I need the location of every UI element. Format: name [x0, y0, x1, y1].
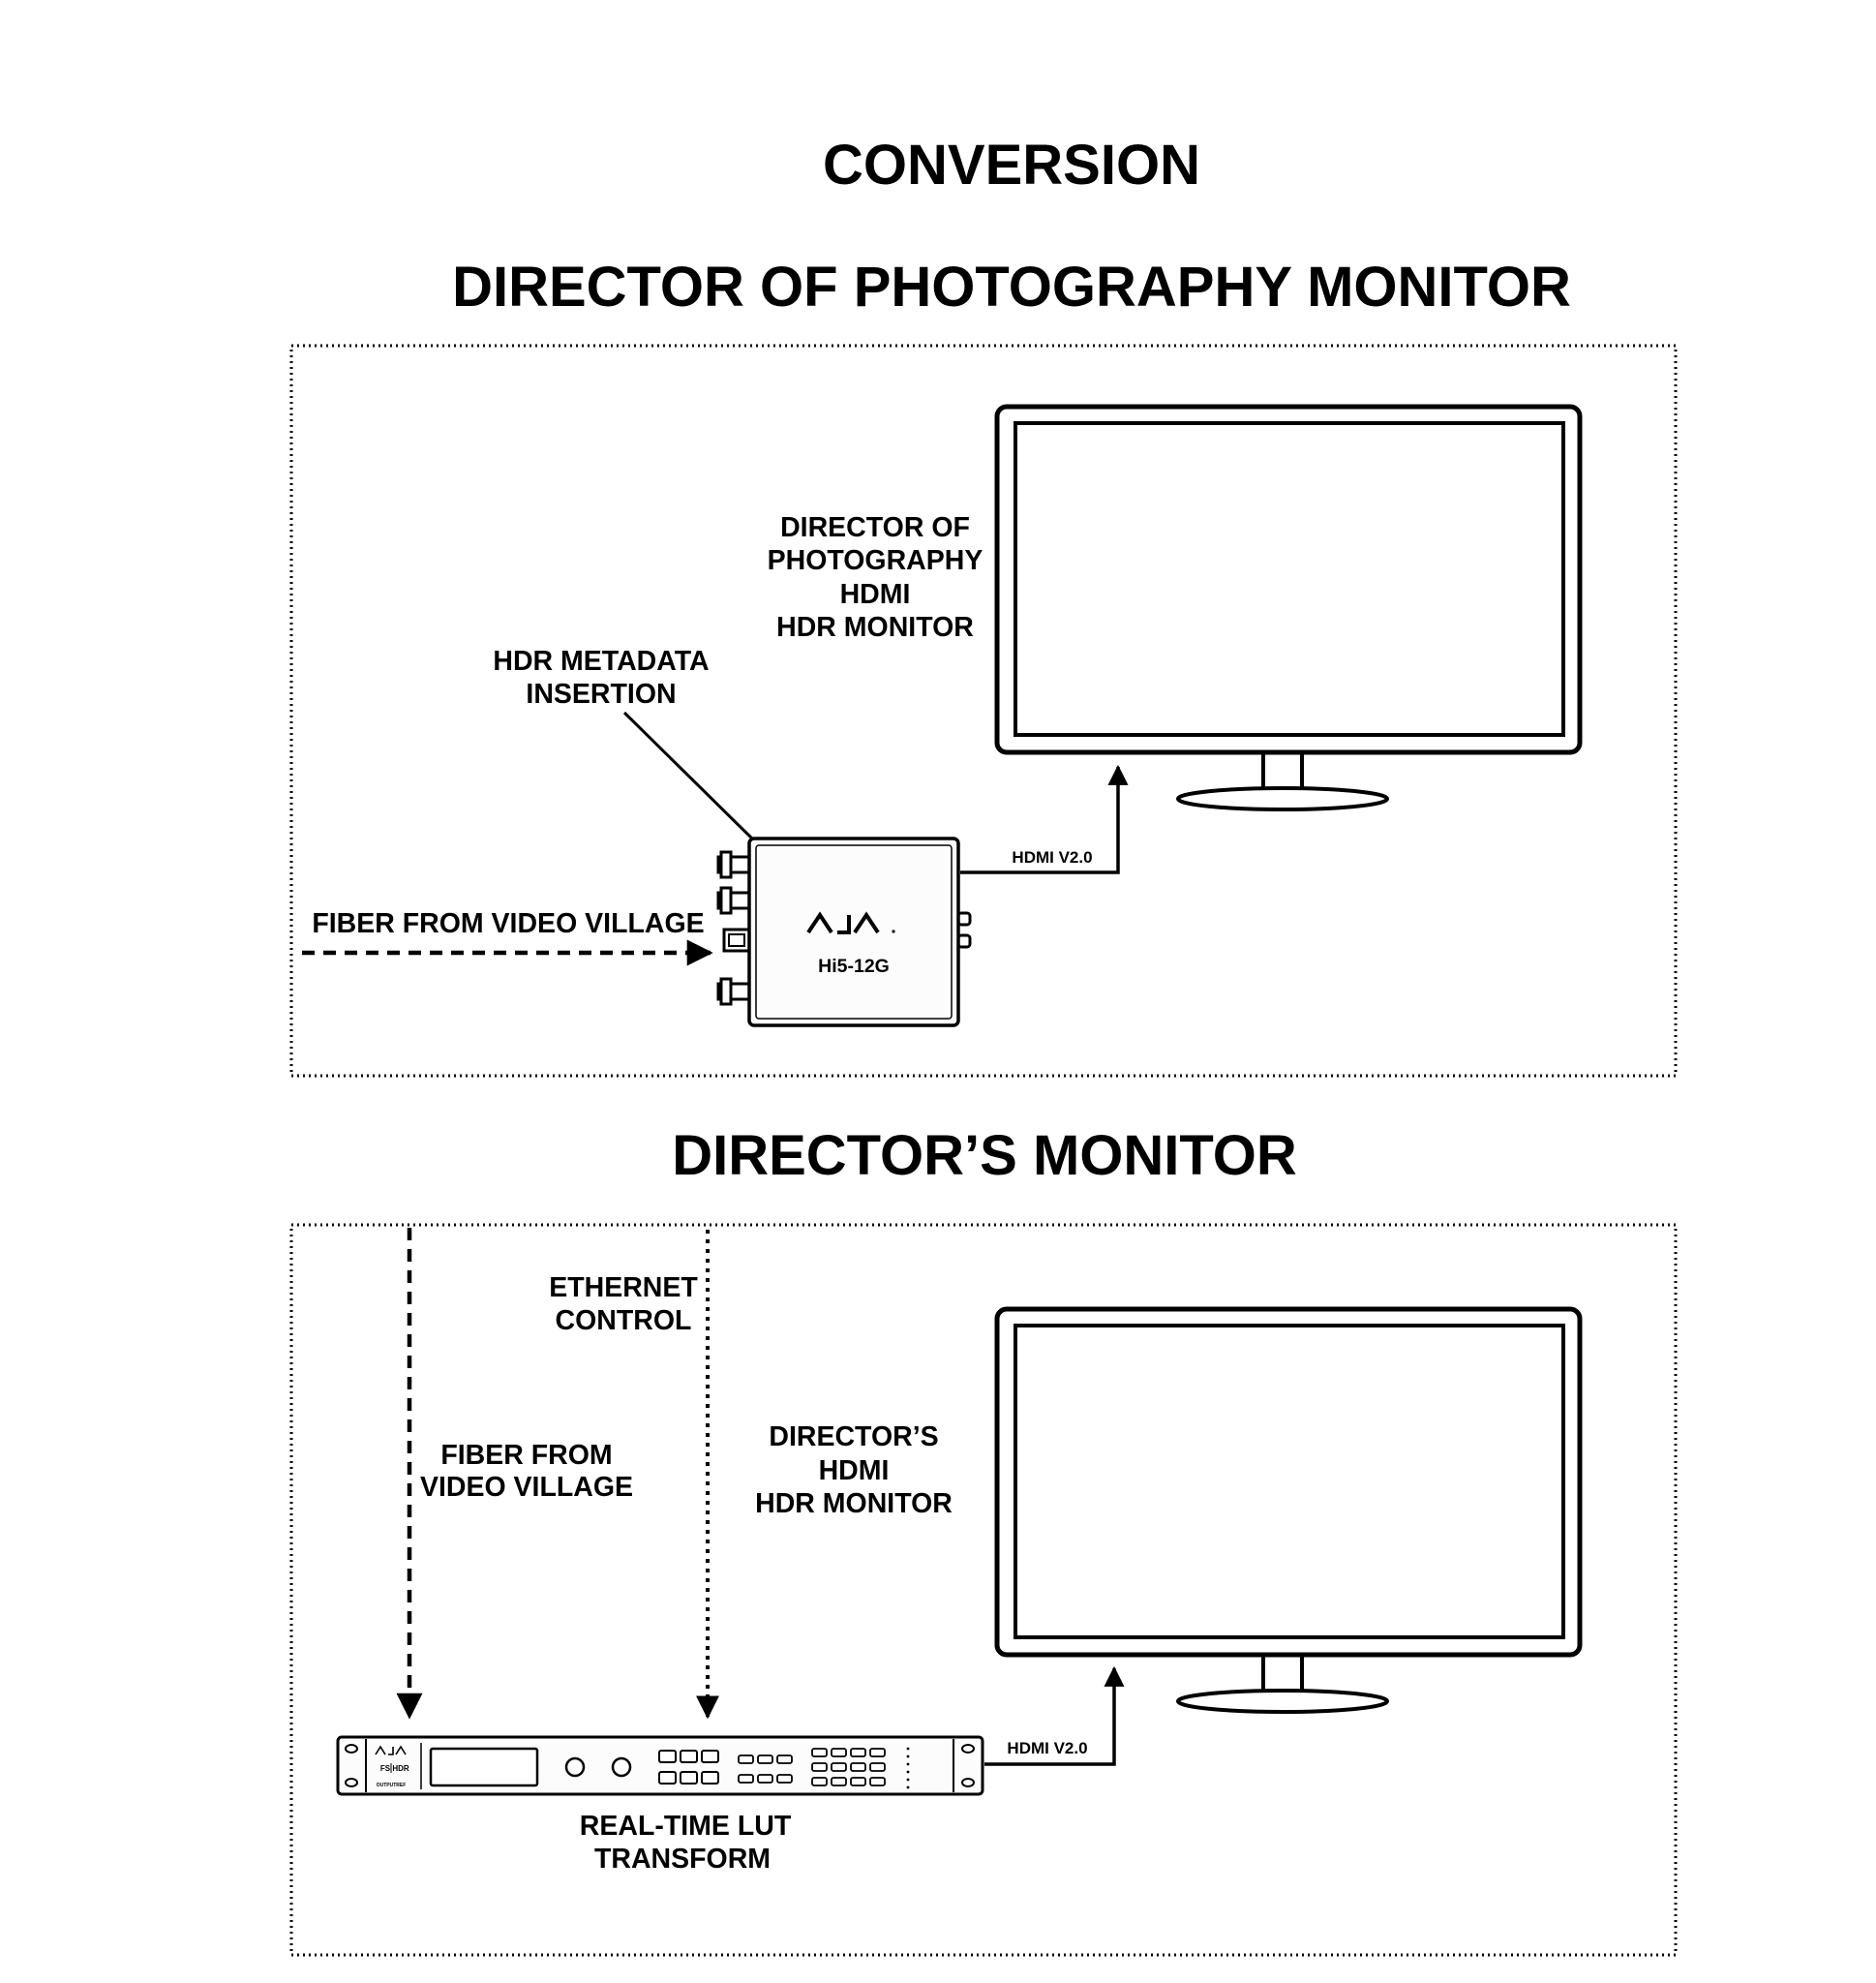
- metadata-label-line-2: INSERTION: [526, 679, 676, 710]
- aja-logo-icon: [806, 911, 895, 934]
- director-section-frame: [289, 1223, 1678, 1957]
- lut-label-line-2: TRANSFORM: [594, 1844, 771, 1875]
- metadata-label-line-1: HDR METADATA: [493, 646, 709, 677]
- fs-hdr-display-screen: [429, 1747, 539, 1787]
- director-monitor-label-line-2: HDMI: [819, 1455, 890, 1486]
- dp-hdmi-cable: [960, 764, 1129, 874]
- dp-hdmi-label: HDMI V2.0: [1012, 848, 1092, 867]
- fs-hdr-button-group-2: [738, 1754, 793, 1784]
- dp-section-title: DIRECTOR OF PHOTOGRAPHY MONITOR: [452, 256, 1571, 319]
- metadata-insertion-label: HDR METADATA INSERTION: [493, 646, 709, 710]
- lut-transform-label: REAL-TIME LUT TRANSFORM: [580, 1811, 792, 1875]
- fs-hdr-sub-label: OUTPUTREF: [377, 1783, 407, 1788]
- fs-hdr-model-part-2: HDR: [392, 1764, 409, 1773]
- director-fiber-label-line-2: VIDEO VILLAGE: [420, 1472, 633, 1503]
- director-monitor-icon: [994, 1306, 1583, 1714]
- director-monitor-label: DIRECTOR’S HDMI HDR MONITOR: [755, 1421, 953, 1519]
- lut-label-line-1: REAL-TIME LUT: [580, 1811, 792, 1842]
- dp-fiber-label: FIBER FROM VIDEO VILLAGE: [312, 908, 704, 939]
- metadata-leader-line: [622, 711, 754, 840]
- ethernet-label-line-2: CONTROL: [556, 1305, 692, 1336]
- fs-hdr-button-group-3: [811, 1748, 886, 1786]
- director-fiber-label: FIBER FROM VIDEO VILLAGE: [420, 1440, 633, 1503]
- fs-hdr-model-part-1: FS: [380, 1764, 391, 1773]
- fs-hdr-rack-device: FS HDR OUTPUTREF: [336, 1735, 984, 1796]
- director-hdmi-cable: [984, 1665, 1125, 1766]
- dp-monitor-label-line-3: HDMI: [840, 579, 911, 610]
- director-monitor-label-line-1: DIRECTOR’S: [769, 1421, 938, 1452]
- fs-hdr-status-leds: [906, 1747, 910, 1789]
- ethernet-control-label: ETHERNET CONTROL: [549, 1272, 698, 1336]
- ethernet-label-line-1: ETHERNET: [549, 1272, 698, 1303]
- director-hdmi-label: HDMI V2.0: [1007, 1739, 1087, 1757]
- fs-hdr-knob-left-icon: [564, 1756, 586, 1778]
- dp-section-frame: [289, 344, 1678, 1078]
- hi5-model-label: Hi5-12G: [818, 956, 890, 977]
- dp-monitor-label-line-1: DIRECTOR OF: [780, 512, 970, 543]
- director-monitor-label-line-3: HDR MONITOR: [755, 1488, 953, 1519]
- fs-hdr-knob-right-icon: [611, 1756, 632, 1778]
- dp-monitor-label-line-2: PHOTOGRAPHY: [768, 545, 983, 576]
- director-fiber-label-line-1: FIBER FROM: [440, 1440, 612, 1471]
- fs-hdr-aja-logo-icon: [375, 1745, 407, 1755]
- director-section-title: DIRECTOR’S MONITOR: [672, 1124, 1297, 1187]
- fs-hdr-button-group-1: [658, 1750, 719, 1785]
- hi5-12g-device: Hi5-12G: [716, 837, 972, 1027]
- dp-monitor-label: DIRECTOR OF PHOTOGRAPHY HDMI HDR MONITOR: [768, 512, 983, 643]
- dp-monitor-label-line-4: HDR MONITOR: [776, 612, 974, 643]
- dp-monitor-icon: [994, 404, 1583, 811]
- page-title: CONVERSION: [823, 134, 1200, 197]
